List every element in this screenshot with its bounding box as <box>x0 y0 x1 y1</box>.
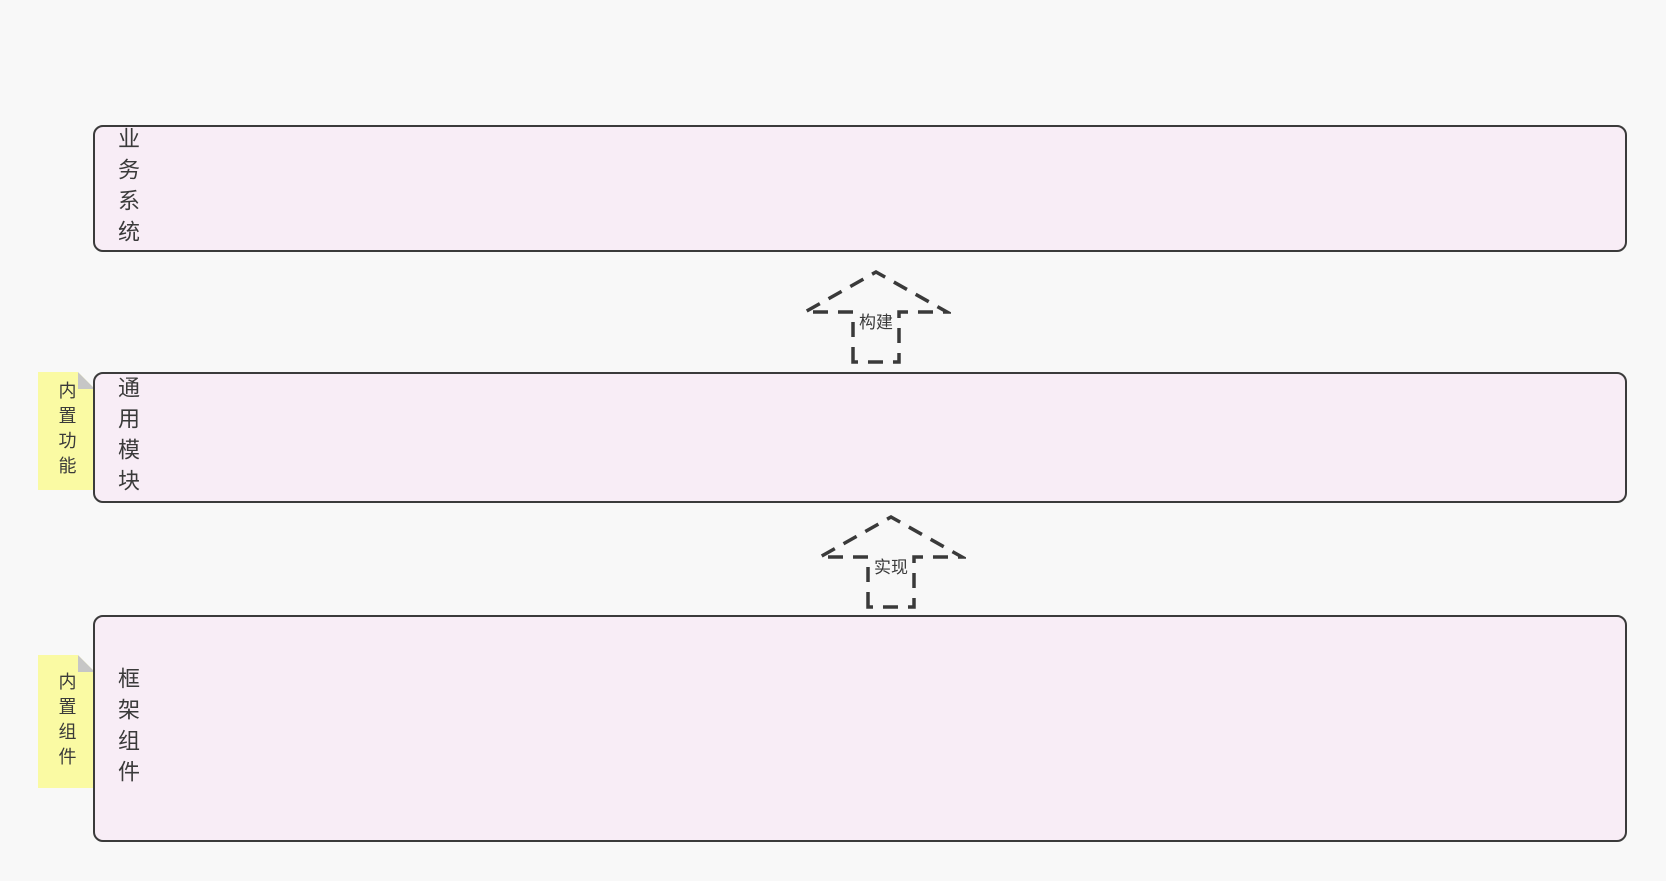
layer-label: 业务系统 <box>115 126 140 251</box>
note-built-in-features: 内置功能 <box>38 372 95 490</box>
arrow-build: 构建 <box>801 268 951 364</box>
note-label: 内置功能 <box>56 381 77 481</box>
layer-common-modules: 通用模块 <box>93 372 1627 503</box>
arrow-implement-label: 实现 <box>871 553 911 578</box>
arrow-implement: 实现 <box>816 513 966 609</box>
arrow-build-label: 构建 <box>856 308 896 333</box>
note-built-in-components: 内置组件 <box>38 655 95 788</box>
layer-label: 通用模块 <box>115 375 140 500</box>
layer-label: 框架组件 <box>115 666 140 791</box>
note-label: 内置组件 <box>56 671 77 772</box>
layer-business-systems: 业务系统 <box>93 125 1627 252</box>
layer-framework-components: 框架组件 <box>93 615 1627 842</box>
dashed-up-arrow-icon <box>801 269 951 364</box>
dashed-up-arrow-icon <box>816 514 966 609</box>
